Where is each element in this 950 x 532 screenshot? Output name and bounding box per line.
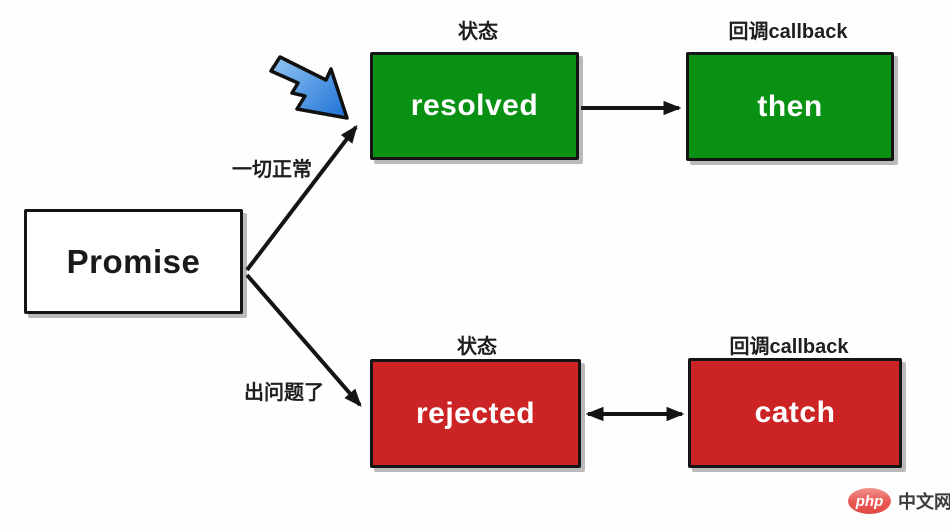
node-promise-label: Promise	[66, 242, 201, 280]
column-header-state-bottom: 状态	[457, 336, 497, 358]
watermark-site-text: 中文网	[898, 492, 950, 512]
arrow-promise-to-rejected	[245, 273, 362, 407]
column-header-state-top: 状态	[458, 21, 498, 43]
node-resolved: resolved	[370, 52, 579, 160]
node-rejected-label: rejected	[415, 396, 536, 430]
column-header-callback-bottom: 回调callback	[729, 336, 849, 358]
php-chinese-site-watermark: php 中文网	[848, 488, 950, 514]
node-catch-label: catch	[754, 396, 836, 429]
node-then-label: then	[757, 89, 823, 123]
column-header-callback-top: 回调callback	[728, 21, 848, 43]
php-logo-icon: php	[848, 488, 891, 514]
edge-label-failure: 出问题了	[244, 382, 324, 404]
node-then: then	[686, 52, 894, 161]
arrow-promise-to-resolved	[245, 124, 358, 272]
node-rejected: rejected	[370, 359, 581, 468]
php-logo-text: php	[855, 492, 884, 510]
node-promise: Promise	[24, 209, 243, 314]
node-catch: catch	[688, 358, 902, 468]
edge-label-success: 一切正常	[232, 159, 312, 181]
blue-pointer-arrow-icon	[269, 55, 349, 120]
node-resolved-label: resolved	[410, 89, 539, 122]
